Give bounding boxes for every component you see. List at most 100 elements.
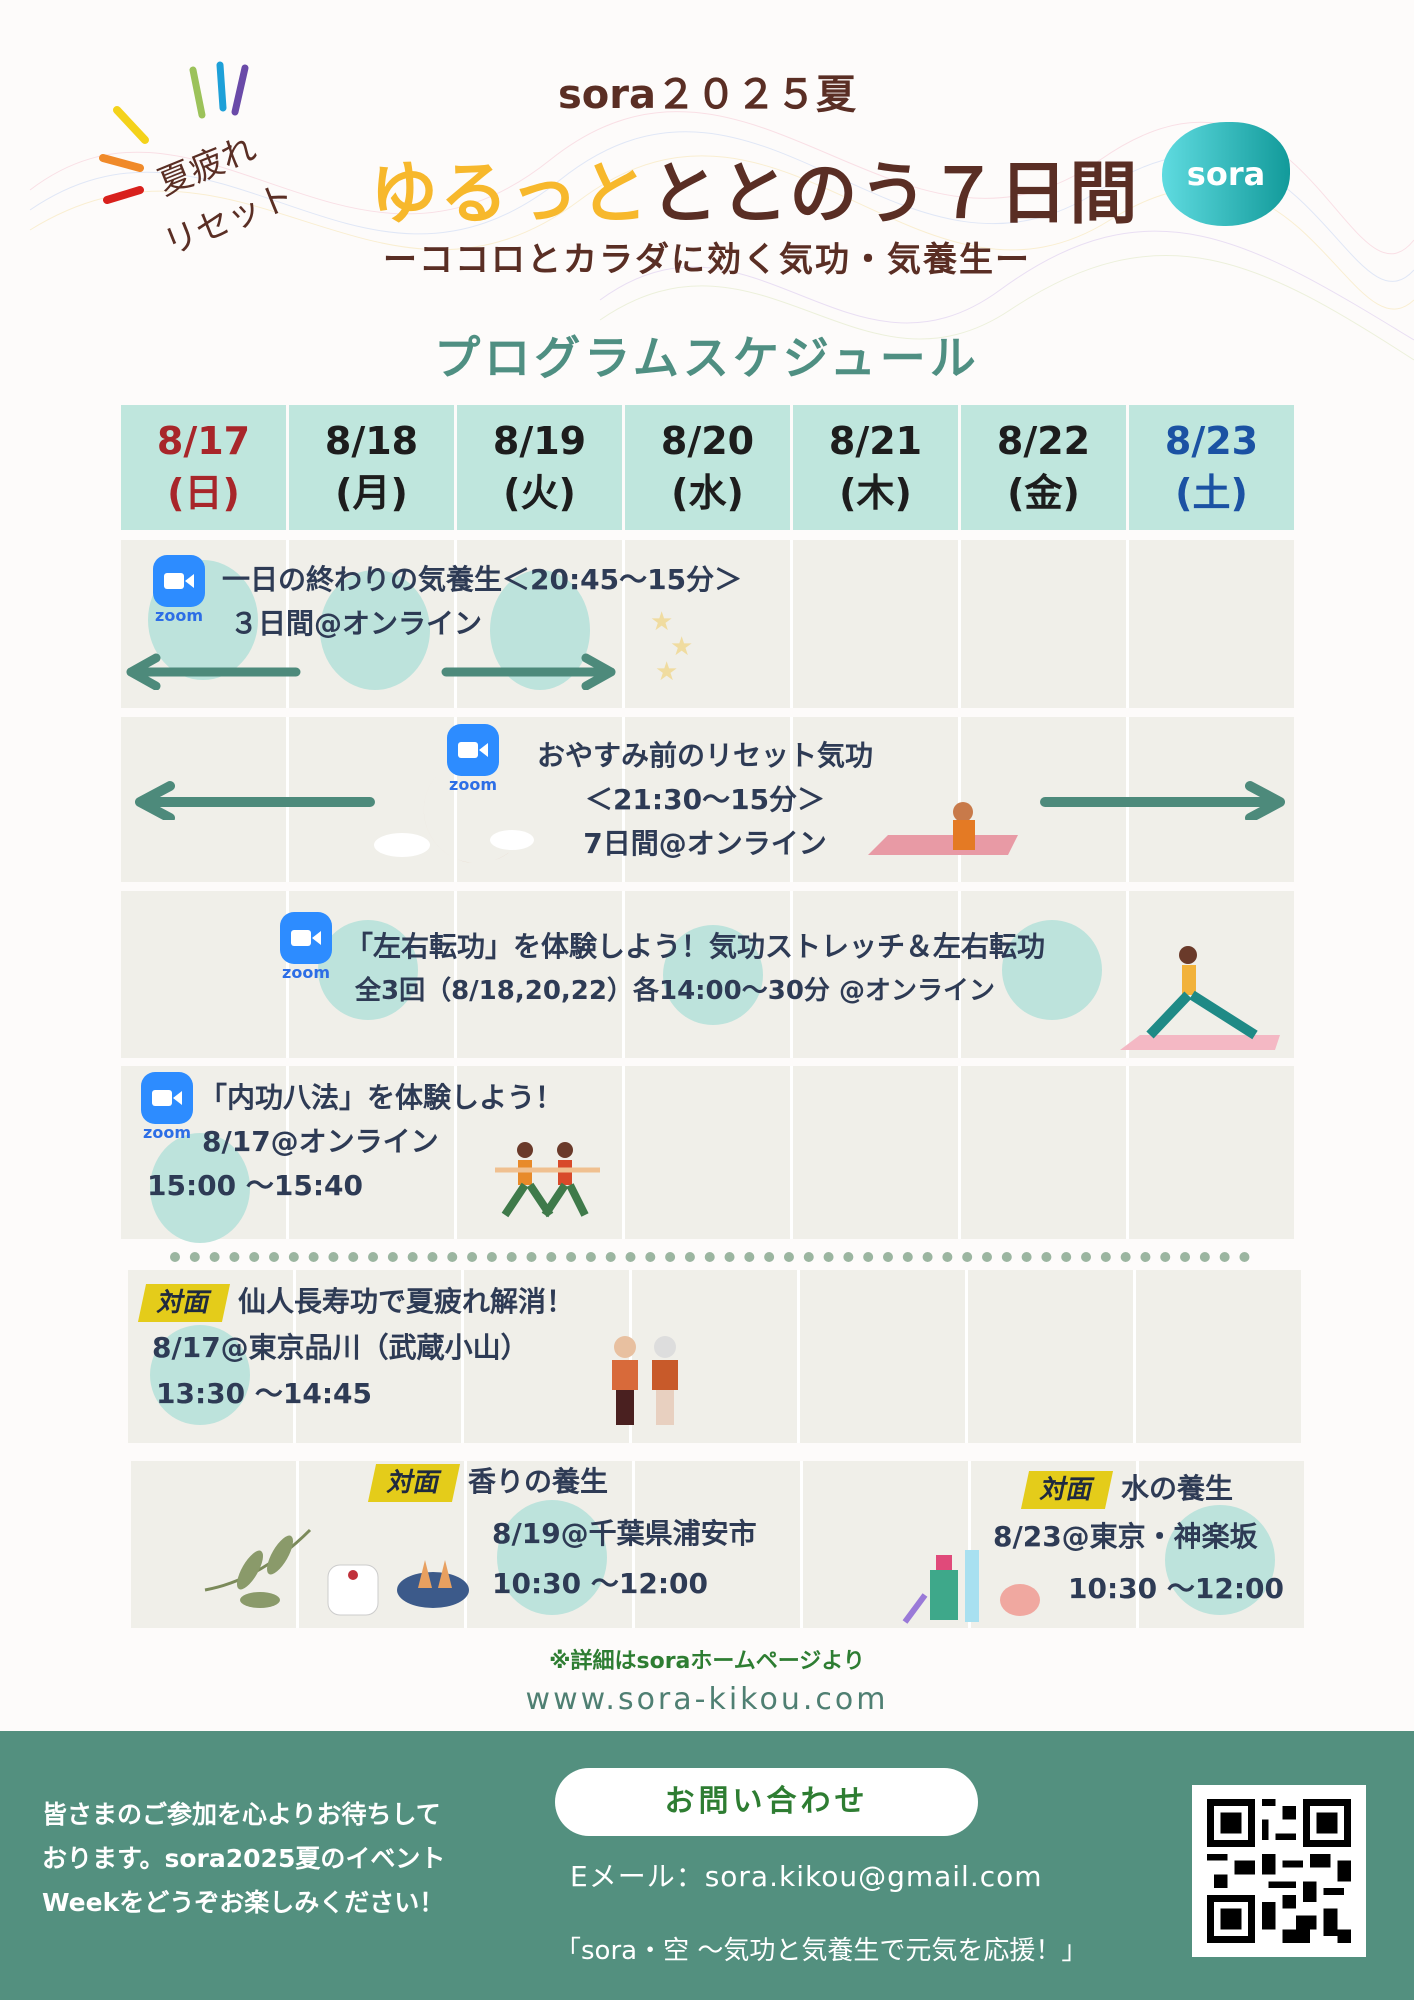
decorative-circle	[318, 920, 418, 1020]
event-mizu-detail: 8/23@東京・神楽坂 10:30 〜12:00	[993, 1515, 1284, 1611]
event-detail: 8/23@東京・神楽坂	[993, 1520, 1258, 1553]
schedule-cell	[625, 1066, 790, 1239]
moon-cloud-icon	[374, 770, 534, 864]
schedule-cell	[1136, 1270, 1301, 1443]
day-header: 8/17(日)	[121, 405, 286, 530]
event-mizu-yojo[interactable]: 対面水の養生	[1020, 1467, 1233, 1511]
schedule-cell	[1129, 1066, 1294, 1239]
zoom-icon: zoom	[151, 555, 207, 625]
event-title: 仙人長寿功で夏疲れ解消！	[238, 1285, 575, 1318]
day-weekday: (金)	[1007, 471, 1080, 515]
in-person-badge: 対面	[137, 1284, 231, 1322]
schedule-cell	[296, 1270, 461, 1443]
day-header: 8/22(金)	[961, 405, 1126, 530]
bath-items-icon	[902, 1550, 1040, 1624]
event-evening-yoyo[interactable]: 一日の終わりの気養生＜20:45〜15分＞３日間@オンライン	[222, 558, 742, 646]
event-time: 10:30 〜12:00	[1068, 1572, 1285, 1605]
decorative-circle	[150, 1133, 250, 1243]
event-detail: ３日間@オンライン	[230, 607, 483, 640]
wave-decoration	[29, 111, 1414, 361]
qr-code[interactable]	[1192, 1785, 1366, 1957]
schedule-cell	[1129, 540, 1294, 708]
day-header: 8/20 (水)	[625, 405, 790, 530]
day-header: 8/18(月)	[289, 405, 454, 530]
svg-text:★: ★	[670, 632, 693, 662]
day-weekday: (木)	[839, 471, 912, 515]
event-detail: 全3回（8/18,20,22）各14:00〜30分 @オンライン	[355, 976, 995, 1006]
arrow-right-icon	[441, 653, 616, 690]
event-sayu-tenko[interactable]: 「左右転功」を体験しよう！気功ストレッチ＆左右転功全3回（8/18,20,22）…	[345, 925, 1045, 1013]
event-bedtime-reset[interactable]: おやすみ前のリセット気功 ＜21:30〜15分＞ 7日間@オンライン	[505, 734, 905, 866]
schedule-cell	[289, 1066, 454, 1239]
schedule-cell	[635, 1461, 800, 1628]
website-link[interactable]: www.sora-kikou.com	[525, 1682, 889, 1717]
event-title: おやすみ前のリセット気功	[536, 739, 873, 772]
day-date: 8/17	[156, 419, 251, 463]
event-time: ＜21:30〜15分＞	[584, 783, 826, 816]
elderly-exercise-icon	[612, 1336, 678, 1425]
decorative-circle	[150, 1325, 250, 1425]
schedule-cell	[464, 1270, 629, 1443]
in-person-badge: 対面	[1020, 1471, 1114, 1509]
contact-button[interactable]: お問い合わせ	[555, 1768, 978, 1836]
schedule-cell	[800, 1270, 965, 1443]
schedule-title: プログラムスケジュール	[434, 331, 980, 385]
subtitle: ーココロとカラダに効く気功・気養生ー	[383, 240, 1031, 280]
schedule-cell	[961, 1066, 1126, 1239]
schedule-cell	[793, 1066, 958, 1239]
decorative-circle	[663, 925, 763, 1025]
event-title: 「内功八法」を体験しよう！	[199, 1081, 564, 1114]
yoga-mat-icon	[868, 802, 1018, 855]
decorative-circle	[320, 570, 430, 690]
detail-note: ※詳細はsoraホームページより	[549, 1649, 865, 1674]
day-date: 8/19	[492, 419, 587, 463]
zoom-icon: zoom	[139, 1072, 195, 1142]
event-naiko-happo[interactable]: 「内功八法」を体験しよう！ 8/17@オンライン 15:00 〜15:40	[147, 1076, 563, 1208]
sunburst-icon	[99, 61, 249, 204]
message-line: おります。sora2025夏のイベント	[42, 1844, 446, 1873]
slogan: 「sora・空 〜気功と気養生で元気を応援！」	[555, 1936, 1088, 1966]
schedule-cell	[457, 891, 622, 1058]
event-detail: 7日間@オンライン	[583, 827, 827, 860]
decorative-circle	[497, 1500, 607, 1615]
schedule-cell	[121, 891, 286, 1058]
event-time: 15:00 〜15:40	[147, 1169, 364, 1202]
zoom-label: zoom	[155, 606, 203, 625]
page-title: ゆるっとととのう７日間	[370, 138, 1139, 237]
day-weekday: (水)	[671, 471, 744, 515]
event-kaori-yojo[interactable]: 対面香りの養生	[367, 1460, 609, 1504]
email-address[interactable]: Eメール：sora.kikou@gmail.com	[570, 1860, 1043, 1893]
zoom-icon: zoom	[445, 724, 501, 794]
day-date: 8/23	[1164, 419, 1259, 463]
sora-logo: sora	[1162, 122, 1290, 226]
day-weekday: (月)	[335, 471, 408, 515]
day-header: 8/19(火)	[457, 405, 622, 530]
schedule-cell	[793, 891, 958, 1058]
day-date: 8/20	[660, 419, 755, 463]
event-detail: 8/17@東京品川（武蔵小山）	[152, 1331, 529, 1364]
event-title: 香りの養生	[468, 1465, 609, 1498]
schedule-cell	[457, 1066, 622, 1239]
zoom-label: zoom	[143, 1123, 191, 1142]
schedule-cell	[961, 540, 1126, 708]
welcome-message: 皆さまのご参加を心よりお待ちしております。sora2025夏のイベント Weekを…	[42, 1793, 522, 1925]
aroma-items-icon	[204, 1528, 469, 1616]
divider	[170, 1252, 1250, 1266]
arrow-left-icon	[135, 781, 375, 820]
schedule-row	[131, 1461, 1304, 1628]
event-time: 13:30 〜14:45	[156, 1377, 373, 1410]
title-highlight: ゆるっと	[370, 155, 651, 234]
event-detail: 8/17@オンライン	[202, 1125, 439, 1158]
message-line: Weekをどうぞお楽しみください！	[42, 1888, 445, 1917]
event-year: sora２０２５夏	[557, 72, 856, 118]
qr-code-icon	[1207, 1799, 1351, 1943]
yoga-pose-icon	[1120, 946, 1280, 1050]
schedule-cell	[625, 717, 790, 882]
message-line: 皆さまのご参加を心よりお待ちして	[42, 1800, 441, 1829]
event-sennin-chojuko[interactable]: 対面仙人長寿功で夏疲れ解消！ 8/17@東京品川（武蔵小山） 13:30 〜14:4…	[137, 1280, 575, 1416]
zoom-label: zoom	[282, 963, 330, 982]
zoom-label: zoom	[449, 775, 497, 794]
day-header-row: 8/17(日) 8/18(月) 8/19(火) 8/20(水) 8/21(木) …	[121, 405, 1294, 530]
day-weekday: (土)	[1175, 471, 1248, 515]
event-time: 10:30 〜12:00	[492, 1567, 709, 1600]
